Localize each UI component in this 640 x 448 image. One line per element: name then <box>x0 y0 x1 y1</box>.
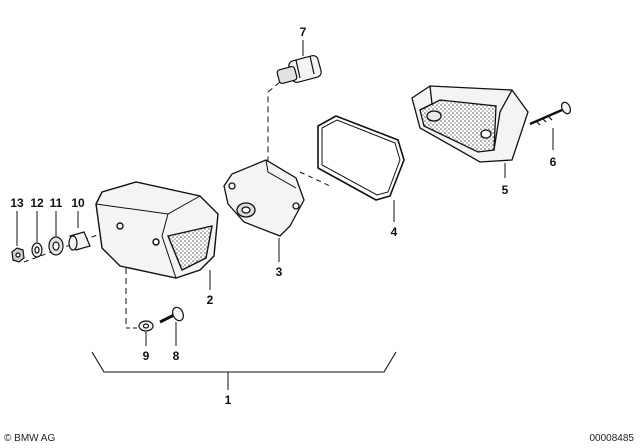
assembly-bracket <box>91 351 397 373</box>
spacer-part <box>68 231 91 251</box>
bulb-part <box>276 55 322 85</box>
screw-part <box>529 101 572 126</box>
callout-1: 1 <box>225 393 232 407</box>
callout-7: 7 <box>300 25 307 39</box>
nut-part <box>11 247 25 263</box>
housing-part <box>411 85 529 163</box>
lens-cover-part <box>95 181 219 279</box>
document-number: 00008485 <box>589 433 635 444</box>
gasket-part <box>317 115 405 201</box>
bulb-holder-plate-part <box>223 159 305 237</box>
callout-10: 10 <box>71 196 85 210</box>
grommet-part <box>48 236 64 256</box>
callout-2: 2 <box>207 293 214 307</box>
callout-3: 3 <box>276 265 283 279</box>
copyright-label: © BMW AG <box>4 433 56 444</box>
callout-9: 9 <box>143 349 150 363</box>
callout-12: 12 <box>30 196 44 210</box>
callout-4: 4 <box>391 225 398 239</box>
callout-13: 13 <box>10 196 24 210</box>
dash-line-bulb <box>267 81 281 170</box>
callout-6: 6 <box>550 155 557 169</box>
dash-line-gasket <box>299 171 331 187</box>
small-washer-part <box>138 320 154 332</box>
short-screw-part <box>159 306 185 324</box>
callout-5: 5 <box>502 183 509 197</box>
callout-8: 8 <box>173 349 180 363</box>
callout-11: 11 <box>50 196 63 210</box>
washer-part <box>31 242 43 258</box>
